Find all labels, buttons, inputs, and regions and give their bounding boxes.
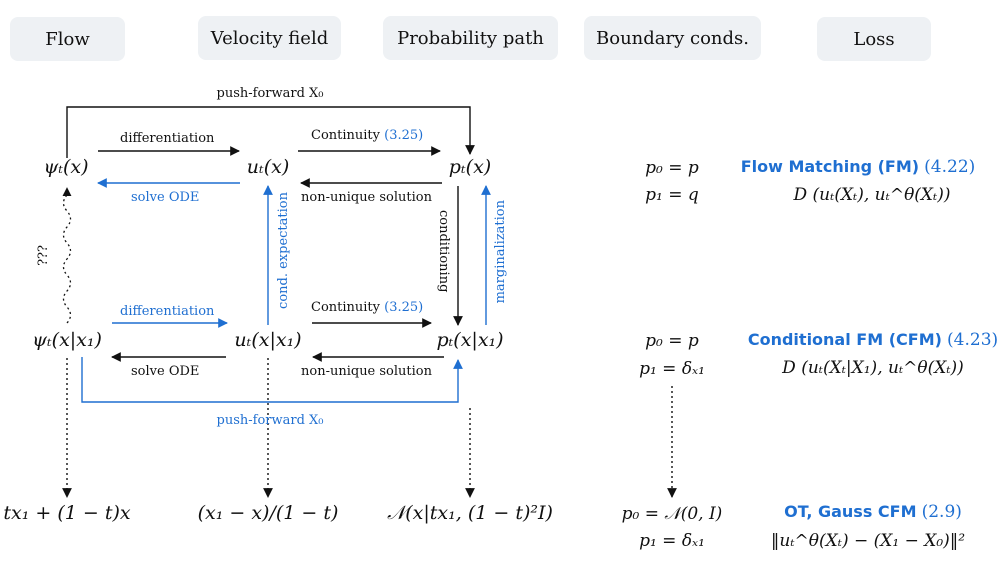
fm-loss-name: Flow Matching (FM) <box>740 157 920 176</box>
continuity-top-text: Continuity <box>311 128 380 143</box>
continuity-top-label: Continuity (3.25) <box>311 128 423 143</box>
push-forward-top-label: push-forward X₀ <box>216 86 324 101</box>
push-forward-top-arrow <box>66 106 475 158</box>
header-probability-path: Probability path <box>383 16 558 60</box>
node-psi-t-cond: ψₜ(x|x₁) <box>32 329 102 351</box>
solve-ode-top-label: solve ODE <box>131 190 200 205</box>
non-unique-mid-label: non-unique solution <box>301 364 432 379</box>
fm-boundary-p0: p₀ = p <box>645 158 699 178</box>
header-boundary-label: Boundary conds. <box>596 27 749 49</box>
fm-loss-title: Flow Matching (FM) (4.22) <box>741 157 1006 177</box>
non-unique-top-label: non-unique solution <box>301 190 432 205</box>
header-flow-label: Flow <box>45 28 90 50</box>
solve-ode-mid-label: solve ODE <box>131 364 200 379</box>
ot-loss-title: OT, Gauss CFM (2.9) <box>784 502 1006 522</box>
header-loss: Loss <box>817 17 931 61</box>
ot-loss-ref: (2.9) <box>921 502 962 522</box>
cond-expectation-label: cond. expectation <box>276 192 291 309</box>
fm-loss-ref: (4.22) <box>924 157 976 177</box>
header-probability-label: Probability path <box>397 27 544 49</box>
ot-loss-name: OT, Gauss CFM <box>784 502 917 521</box>
differentiation-mid-label: differentiation <box>120 304 215 319</box>
push-forward-bottom-arrow <box>81 357 463 403</box>
node-flow-ot: tx₁ + (1 − t)x <box>3 502 131 524</box>
continuity-mid-text: Continuity <box>311 300 380 315</box>
node-p-t-cond: pₜ(x|x₁) <box>436 329 504 351</box>
header-loss-label: Loss <box>853 28 895 50</box>
question-label: ??? <box>36 245 51 266</box>
header-boundary-conds: Boundary conds. <box>584 16 761 60</box>
cfm-loss-title: Conditional FM (CFM) (4.23) <box>748 330 1006 350</box>
cfm-boundary-p1: p₁ = δₓ₁ <box>639 359 705 379</box>
node-psi-t: ψₜ(x) <box>43 156 89 178</box>
push-forward-bottom-label: push-forward X₀ <box>216 413 324 428</box>
continuity-mid-ref: (3.25) <box>384 300 424 315</box>
header-velocity-field: Velocity field <box>198 16 341 60</box>
ot-boundary-p0: p₀ = 𝒩(0, I) <box>621 504 723 524</box>
fm-boundary-p1: p₁ = q <box>645 185 699 205</box>
ot-loss-formula: ‖uₜ^θ(Xₜ) − (X₁ − X₀)‖² <box>770 531 966 551</box>
node-path-ot: 𝒩(x|tx₁, (1 − t)²I) <box>387 502 553 524</box>
conditioning-label: conditioning <box>436 210 451 293</box>
continuity-top-ref: (3.25) <box>384 128 424 143</box>
marginalization-label: marginalization <box>493 200 508 304</box>
cfm-loss-formula: D (uₜ(Xₜ|X₁), uₜ^θ(Xₜ)) <box>782 358 964 378</box>
cfm-loss-name: Conditional FM (CFM) <box>747 330 942 349</box>
differentiation-top-label: differentiation <box>120 131 215 146</box>
header-velocity-label: Velocity field <box>210 27 329 49</box>
node-u-t-cond: uₜ(x|x₁) <box>234 329 302 351</box>
ot-boundary-p1: p₁ = δₓ₁ <box>639 531 705 551</box>
header-flow: Flow <box>10 17 125 61</box>
question-squiggle <box>62 187 72 324</box>
node-p-t: pₜ(x) <box>448 156 492 178</box>
fm-loss-formula: D (uₜ(Xₜ), uₜ^θ(Xₜ)) <box>793 185 951 205</box>
cfm-loss-ref: (4.23) <box>947 330 999 350</box>
node-velocity-ot: (x₁ − x)/(1 − t) <box>197 502 339 524</box>
continuity-mid-label: Continuity (3.25) <box>311 300 423 315</box>
node-u-t: uₜ(x) <box>246 156 290 178</box>
cfm-boundary-p0: p₀ = p <box>645 331 699 351</box>
